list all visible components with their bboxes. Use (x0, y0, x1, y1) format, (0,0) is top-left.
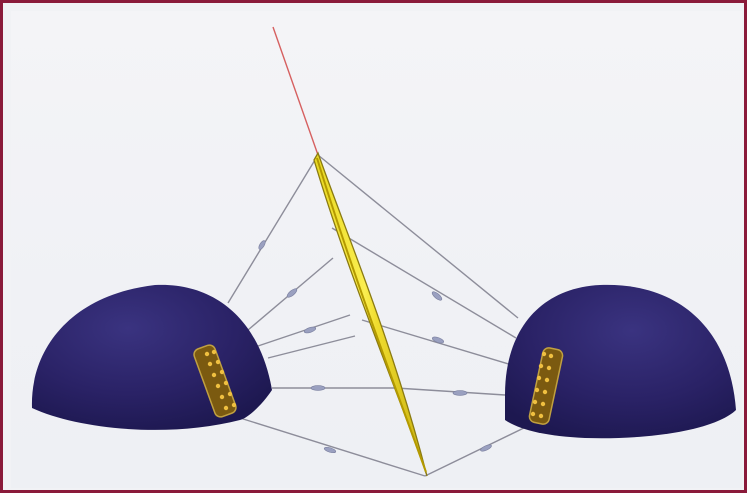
ray-marker-4 (311, 386, 325, 391)
left-dome (32, 285, 272, 430)
lens (314, 153, 427, 476)
ray-marker-6 (431, 290, 443, 301)
right-ray-4 (396, 388, 505, 395)
left-light-rays (228, 155, 425, 476)
ray-marker-2 (286, 287, 298, 298)
top-axis-line (273, 27, 318, 155)
left-ray-1 (228, 155, 318, 303)
ray-markers (257, 240, 492, 454)
ray-marker-8 (453, 391, 467, 396)
right-dome (505, 285, 736, 438)
ray-marker-9 (480, 443, 493, 452)
ray-marker-3 (304, 326, 317, 334)
ray-marker-1 (257, 240, 266, 251)
left-ray-6 (240, 418, 425, 476)
right-ray-5 (425, 425, 530, 476)
left-ray-4 (268, 336, 355, 358)
